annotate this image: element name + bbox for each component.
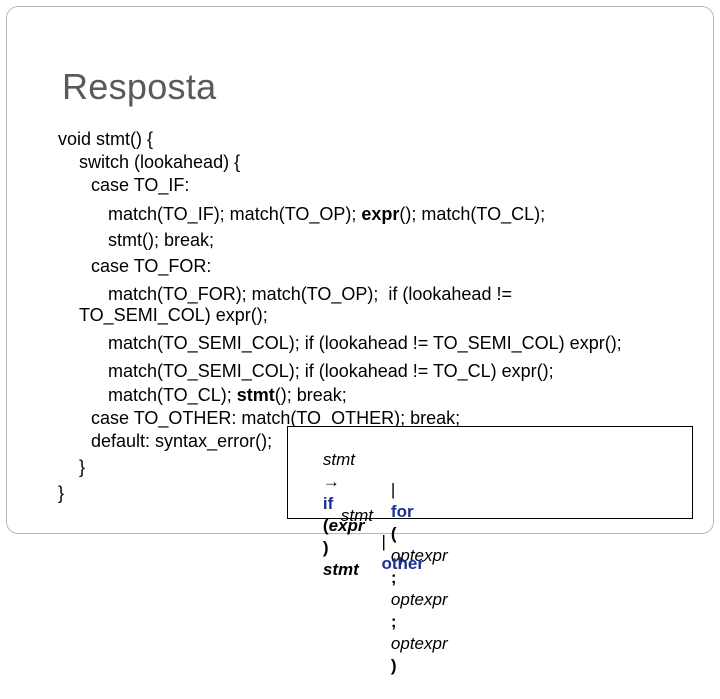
grammar-kw-other: other	[381, 554, 424, 573]
code-line: case TO_OTHER: match(TO_OTHER); break;	[91, 408, 461, 428]
code-line: }	[79, 457, 86, 477]
grammar-optexpr-2: optexpr	[390, 590, 448, 609]
code-line: match(TO_IF); match(TO_OP); expr(); matc…	[108, 203, 545, 225]
grammar-optexpr-3: optexpr	[390, 634, 448, 653]
grammar-for-stmt: stmt	[340, 506, 374, 525]
code-line: match(TO_CL); stmt(); break;	[108, 384, 347, 406]
grammar-open-paren: (	[322, 516, 329, 535]
code-line: stmt(); break;	[108, 230, 215, 250]
grammar-lhs: stmt	[322, 450, 356, 469]
code-line: case TO_IF:	[91, 175, 190, 195]
grammar-arrow: →	[322, 472, 340, 491]
code-line: }	[58, 483, 65, 503]
code-bold-text: expr	[361, 204, 400, 224]
code-line: match(TO_FOR); match(TO_OP); if (lookahe…	[108, 284, 512, 304]
grammar-expr: expr	[328, 516, 365, 535]
grammar-line-other: | other	[372, 509, 424, 575]
grammar-for-close: )	[390, 656, 397, 675]
code-text: match(TO_IF); match(TO_OP);	[108, 204, 362, 224]
code-text: match(TO_CL);	[108, 385, 237, 405]
code-line: switch (lookahead) {	[79, 152, 241, 172]
grammar-kw-for: for	[390, 502, 414, 521]
code-line: void stmt() {	[58, 129, 154, 149]
grammar-box: stmt → if (expr ) stmt | for ( optexpr ;…	[287, 426, 693, 675]
grammar-bar-other: |	[381, 532, 386, 551]
grammar-line-for-tail: stmt	[322, 483, 373, 549]
code-block: void stmt() { switch (lookahead) { case TO…	[58, 129, 622, 503]
code-line: case TO_FOR:	[91, 256, 212, 276]
grammar-for-open: (	[390, 524, 397, 543]
slide-title: Resposta	[62, 66, 217, 107]
grammar-stmt: stmt	[322, 560, 359, 579]
grammar-semi-2: ;	[390, 612, 397, 631]
code-line: match(TO_SEMI_COL); if (lookahead != TO_…	[108, 333, 622, 353]
code-line: TO_SEMI_COL) expr();	[79, 305, 268, 325]
code-text: (); break;	[274, 385, 347, 405]
code-bold-text: stmt	[236, 385, 275, 405]
code-text: (); match(TO_CL);	[399, 204, 546, 224]
code-line: default: syntax_error();	[91, 431, 273, 451]
grammar-line-for: | for ( optexpr ; optexpr ; optexpr )	[372, 457, 448, 699]
grammar-bar: |	[390, 480, 396, 499]
grammar-kw-if: if	[322, 494, 334, 513]
code-line: match(TO_SEMI_COL); if (lookahead != TO_…	[108, 361, 554, 381]
